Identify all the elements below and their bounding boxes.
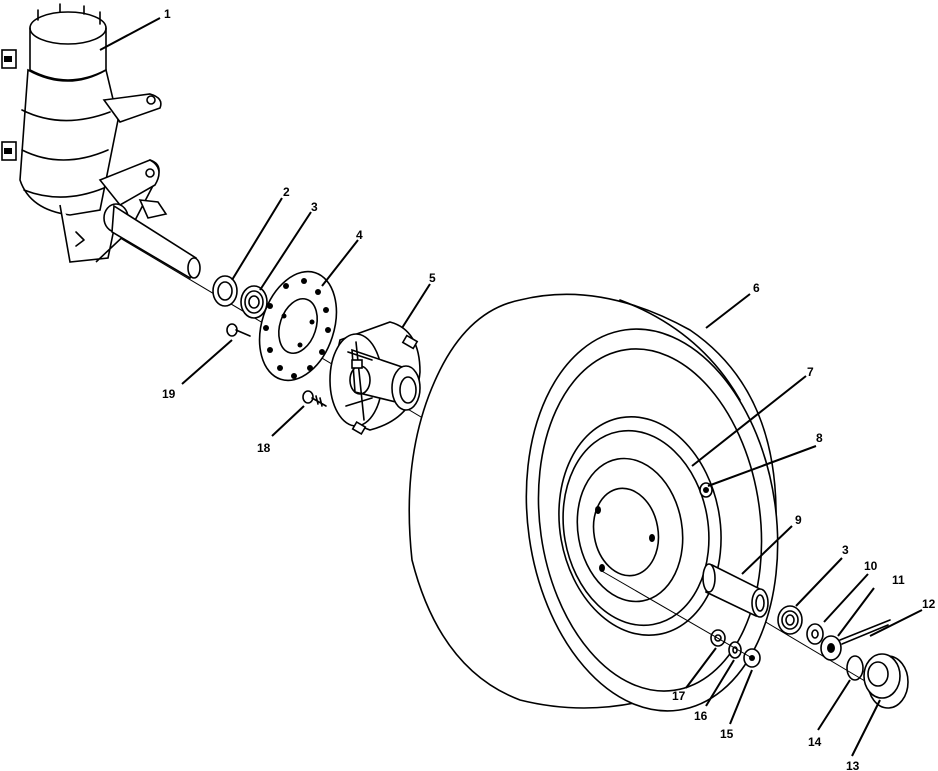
part-brake-disc [258, 270, 338, 382]
part-stud-18 [302, 390, 327, 407]
stud-centerline [599, 569, 753, 659]
callout-8: 8 [816, 431, 823, 445]
leader-lines [99, 17, 923, 757]
callout-16: 16 [694, 709, 708, 723]
part-rim [558, 415, 722, 637]
callout-17: 17 [672, 689, 686, 703]
part-seal [212, 275, 238, 307]
callout-14: 14 [808, 735, 822, 749]
callout-5: 5 [429, 271, 436, 285]
part-stud-19 [226, 323, 251, 337]
part-washer-10 [806, 623, 824, 645]
part-tire [408, 293, 779, 712]
part-cotter-pin [839, 619, 891, 645]
callout-2: 2 [283, 185, 290, 199]
callout-13: 13 [846, 759, 860, 771]
part-castle-nut [820, 635, 842, 661]
callout-12: 12 [922, 597, 936, 611]
callout-1: 1 [164, 7, 171, 21]
callout-3-upper: 3 [311, 200, 318, 214]
part-dust-cap [863, 653, 909, 709]
callout-3-lower: 3 [842, 543, 849, 557]
part-spacer [702, 563, 769, 618]
part-bearing-outer [777, 605, 803, 635]
callout-10: 10 [864, 559, 878, 573]
part-bearing-inner [240, 285, 268, 319]
callout-4: 4 [356, 228, 363, 242]
callout-15: 15 [720, 727, 734, 741]
callout-9: 9 [795, 513, 802, 527]
callout-7: 7 [807, 365, 814, 379]
part-o-ring [846, 655, 864, 681]
part-lock-washer [728, 641, 742, 659]
callout-6: 6 [753, 281, 760, 295]
callout-11: 11 [892, 573, 905, 587]
callout-18: 18 [257, 441, 271, 455]
callout-19: 19 [162, 387, 176, 401]
part-spindle-knuckle [1, 3, 201, 280]
part-hub [329, 321, 421, 436]
